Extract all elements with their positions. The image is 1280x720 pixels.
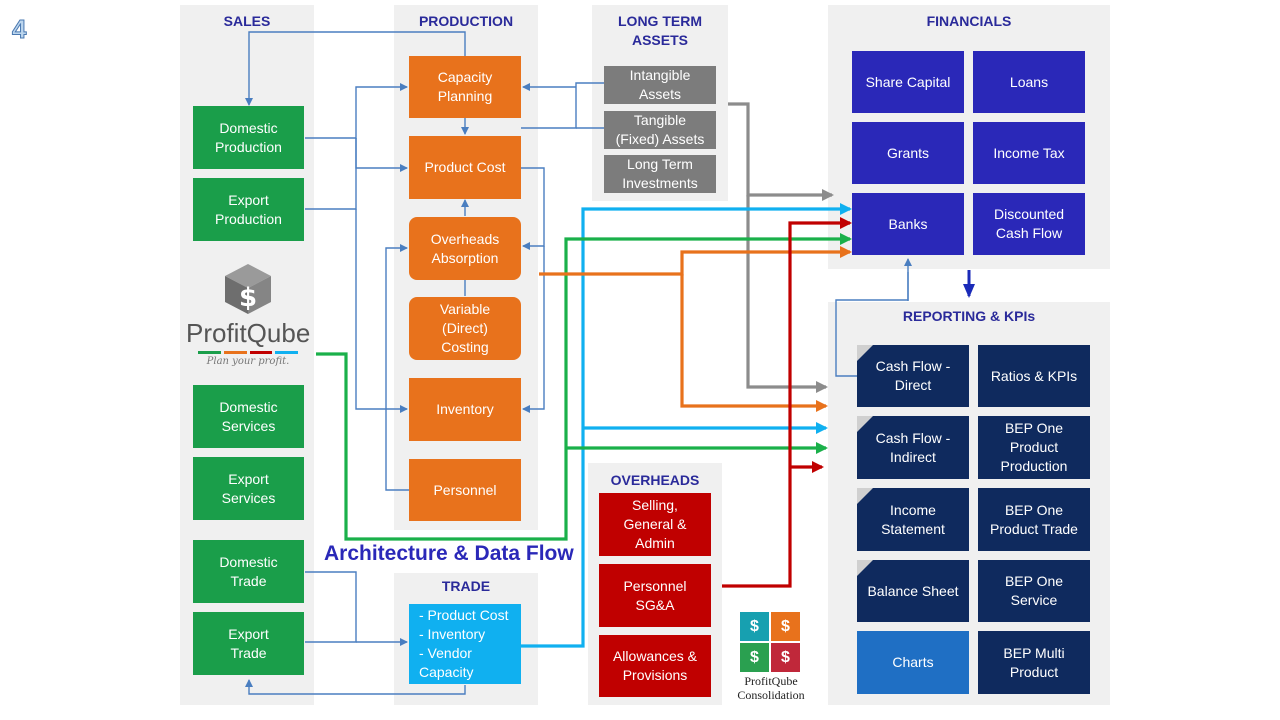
cash-flow-indirect-label: Cash Flow - Indirect [875,429,951,465]
intangible-assets-box: Intangible Assets [604,66,716,104]
personnel-sga-box: Personnel SG&A [599,564,711,627]
production-title: PRODUCTION [418,13,514,29]
inventory-box: Inventory [409,378,521,441]
income-statement-label: Income Statement [881,501,945,537]
domestic-trade-box: Domestic Trade [193,540,304,603]
bep-multi-product-box: BEP Multi Product [978,631,1090,694]
long-term-assets-title: LONG TERM ASSETS [618,13,702,48]
bep-one-product-trade-box: BEP One Product Trade [978,488,1090,551]
cash-flow-direct-label: Cash Flow - Direct [875,358,951,393]
cash-flow-direct-box: Cash Flow - Direct [857,345,969,407]
corner-fold-icon [857,345,873,361]
tangible-fixed-assets-box: Tangible (Fixed) Assets [604,111,716,149]
logo-tagline: Plan your profit. [206,356,290,367]
long-term-investments-box: Long Term Investments [604,155,716,193]
cash-flow-indirect-box: Cash Flow - Indirect [857,416,969,479]
balance-sheet-label: Balance Sheet [867,582,959,599]
bep-one-service-box: BEP One Service [978,560,1090,622]
domestic-production-box: Domestic Production [193,106,304,169]
allowances-provisions-box: Allowances & Provisions [599,635,711,697]
sales-title: SALES [223,13,271,29]
corner-fold-icon [857,560,873,576]
income-statement-box: Income Statement [857,488,969,551]
logo-name: ProfitQube [186,318,311,348]
banks-box: Banks [852,193,964,255]
discounted-cash-flow-box: Discounted Cash Flow [973,193,1085,255]
balance-sheet-box: Balance Sheet [857,560,969,622]
consolidation-label: ProfitQube Consolidation [737,674,805,702]
income-tax-box: Income Tax [973,122,1085,184]
export-trade-box: Export Trade [193,612,304,675]
overheads-absorption-box: Overheads Absorption [409,217,521,280]
selling-general-admin-box: Selling, General & Admin [599,493,711,556]
page-number: 4 [11,14,27,45]
bep-one-product-production-box: BEP One Product Production [978,416,1090,479]
export-production-box: Export Production [193,178,304,241]
trade-title: TRADE [441,578,491,594]
logo-color-bars [198,351,298,354]
product-cost-box: Product Cost [409,136,521,199]
capacity-planning-box: Capacity Planning [409,56,521,118]
overheads-title: OVERHEADS [610,472,700,488]
trade-items-box: - Product Cost - Inventory - Vendor Capa… [409,604,521,684]
svg-text:$: $ [239,283,257,313]
grants-box: Grants [852,122,964,184]
diagram-title: Architecture & Data Flow [324,542,574,565]
reporting-title: REPORTING & KPIs [902,308,1036,324]
corner-fold-icon [857,416,873,432]
share-capital-box: Share Capital [852,51,964,113]
profitqube-logo: $ ProfitQube Plan your profit. [186,262,310,374]
export-services-box: Export Services [193,457,304,520]
dollar-cube-icon: $ [225,264,271,314]
loans-box: Loans [973,51,1085,113]
profitqube-consolidation-logo: $$ $$ ProfitQube Consolidation [730,608,812,708]
corner-fold-icon [857,488,873,504]
consolidation-cube-icon: $$ $$ [740,612,800,672]
charts-box: Charts [857,631,969,694]
personnel-box: Personnel [409,459,521,521]
domestic-services-box: Domestic Services [193,385,304,448]
variable-direct-costing-box: Variable (Direct) Costing [409,297,521,360]
ratios-kpis-box: Ratios & KPIs [978,345,1090,407]
financials-title: FINANCIALS [926,13,1012,29]
